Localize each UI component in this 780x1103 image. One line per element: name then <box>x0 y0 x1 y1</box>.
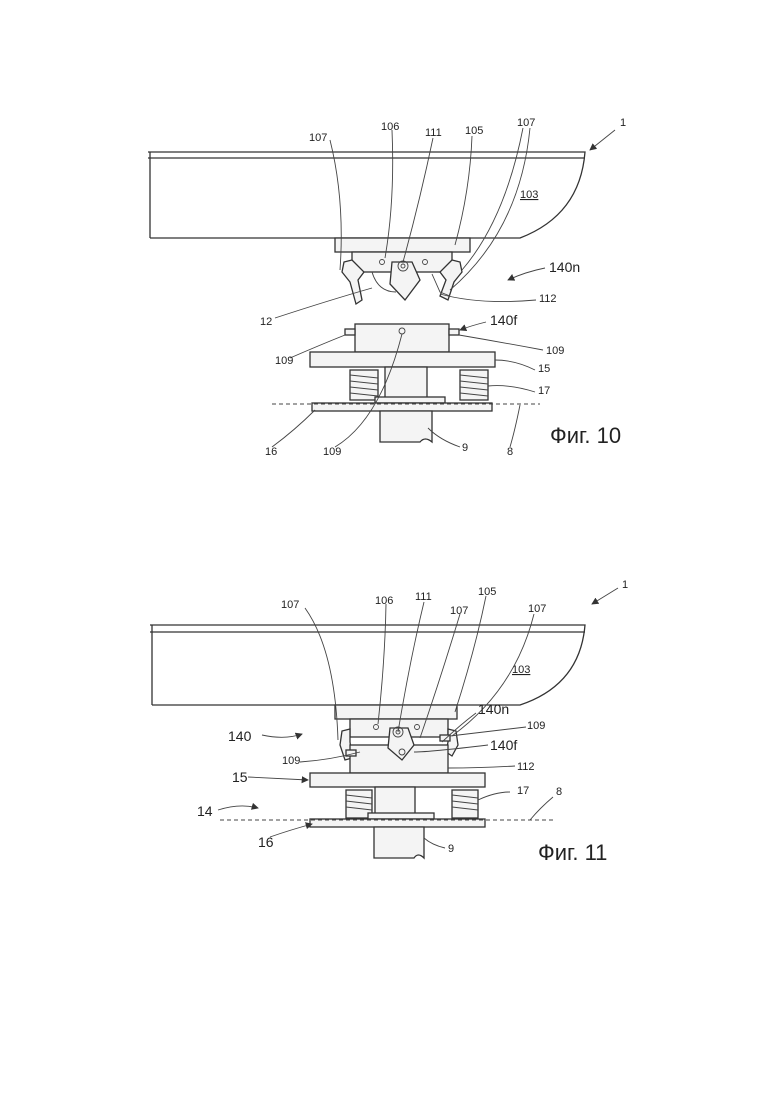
label-14: 14 <box>197 803 213 819</box>
label-103: 103 <box>512 664 530 676</box>
label-140f: 140f <box>490 737 517 753</box>
label-107: 107 <box>517 117 535 129</box>
upper-plate-15 <box>310 352 495 367</box>
label-107: 107 <box>450 605 468 617</box>
label-103: 103 <box>520 189 538 201</box>
label-16: 16 <box>258 834 274 850</box>
label-8: 8 <box>507 446 513 458</box>
label-17: 17 <box>538 385 550 397</box>
shaft-9 <box>380 411 432 442</box>
spring-17-right <box>452 790 478 818</box>
label-111: 111 <box>425 127 442 139</box>
label-140f: 140f <box>490 312 517 328</box>
shaft-9 <box>374 827 424 858</box>
label-1: 1 <box>620 117 626 129</box>
label-109: 109 <box>323 446 341 458</box>
label-107: 107 <box>309 132 327 144</box>
label-16: 16 <box>265 446 277 458</box>
figure-11: 1 107 106 111 107 105 107 103 140n 109 1… <box>150 579 628 865</box>
label-109: 109 <box>546 345 564 357</box>
label-140: 140 <box>228 728 252 744</box>
label-140n: 140n <box>478 701 509 717</box>
label-15: 15 <box>232 769 248 785</box>
label-112: 112 <box>517 761 535 773</box>
figure-10-caption: Фиг. 10 <box>550 423 621 448</box>
label-9: 9 <box>462 442 468 454</box>
label-107: 107 <box>281 599 299 611</box>
figure-11-caption: Фиг. 11 <box>538 840 607 865</box>
label-111: 111 <box>415 591 432 603</box>
label-9: 9 <box>448 843 454 855</box>
label-109: 109 <box>275 355 293 367</box>
label-15: 15 <box>538 363 550 375</box>
figure-10: 1 107 106 111 105 107 103 140n 112 12 14… <box>148 117 626 458</box>
label-109: 109 <box>527 720 545 732</box>
label-140n: 140n <box>549 259 580 275</box>
upper-plate-15 <box>310 773 485 787</box>
spring-17-left <box>350 370 378 400</box>
label-106: 106 <box>381 121 399 133</box>
label-1: 1 <box>622 579 628 591</box>
label-17: 17 <box>517 785 529 797</box>
label-12: 12 <box>260 316 272 328</box>
label-105: 105 <box>478 586 496 598</box>
label-106: 106 <box>375 595 393 607</box>
label-8: 8 <box>556 786 562 798</box>
label-109: 109 <box>282 755 300 767</box>
label-107: 107 <box>528 603 546 615</box>
mounting-plate-105 <box>335 238 470 252</box>
mounting-plate-105 <box>335 705 457 719</box>
label-112: 112 <box>539 293 557 305</box>
spring-17-right <box>460 370 488 400</box>
label-105: 105 <box>465 125 483 137</box>
